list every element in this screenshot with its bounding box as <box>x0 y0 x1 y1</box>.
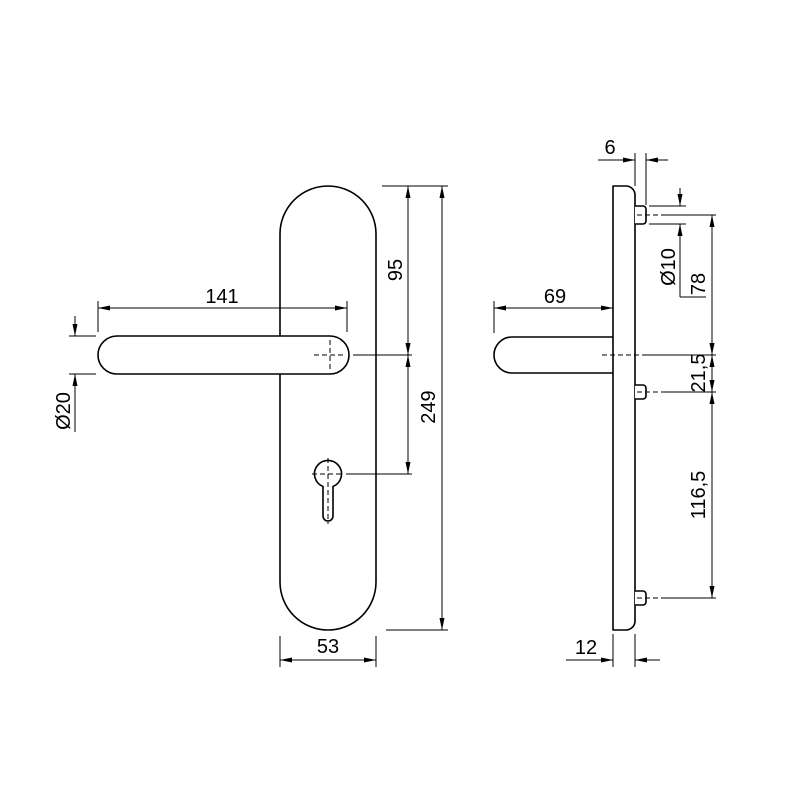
label-top-screw-to-axis: 78 <box>688 273 710 295</box>
label-top-to-axis: 95 <box>385 259 407 281</box>
front-backplate <box>279 185 377 631</box>
label-bushing-diameter: Ø10 <box>658 248 680 286</box>
front-view: 141 Ø20 95 249 53 <box>53 185 448 667</box>
label-plate-width: 53 <box>317 636 339 658</box>
side-lever <box>493 336 613 374</box>
label-bushing-length: 6 <box>604 137 615 159</box>
label-axis-to-middle-screw: 21,5 <box>688 354 710 393</box>
label-screw-spacing: 116,5 <box>688 471 710 520</box>
label-lever-diameter: Ø20 <box>53 392 75 430</box>
front-lever <box>97 335 350 375</box>
side-backplate <box>612 185 636 631</box>
label-plate-height: 249 <box>418 390 440 423</box>
side-view: Ø10 78 21,5 116,5 6 69 12 <box>493 137 716 667</box>
label-lever-projection: 69 <box>544 286 566 308</box>
label-lever-length: 141 <box>205 286 238 308</box>
label-plate-thickness: 12 <box>575 637 597 659</box>
